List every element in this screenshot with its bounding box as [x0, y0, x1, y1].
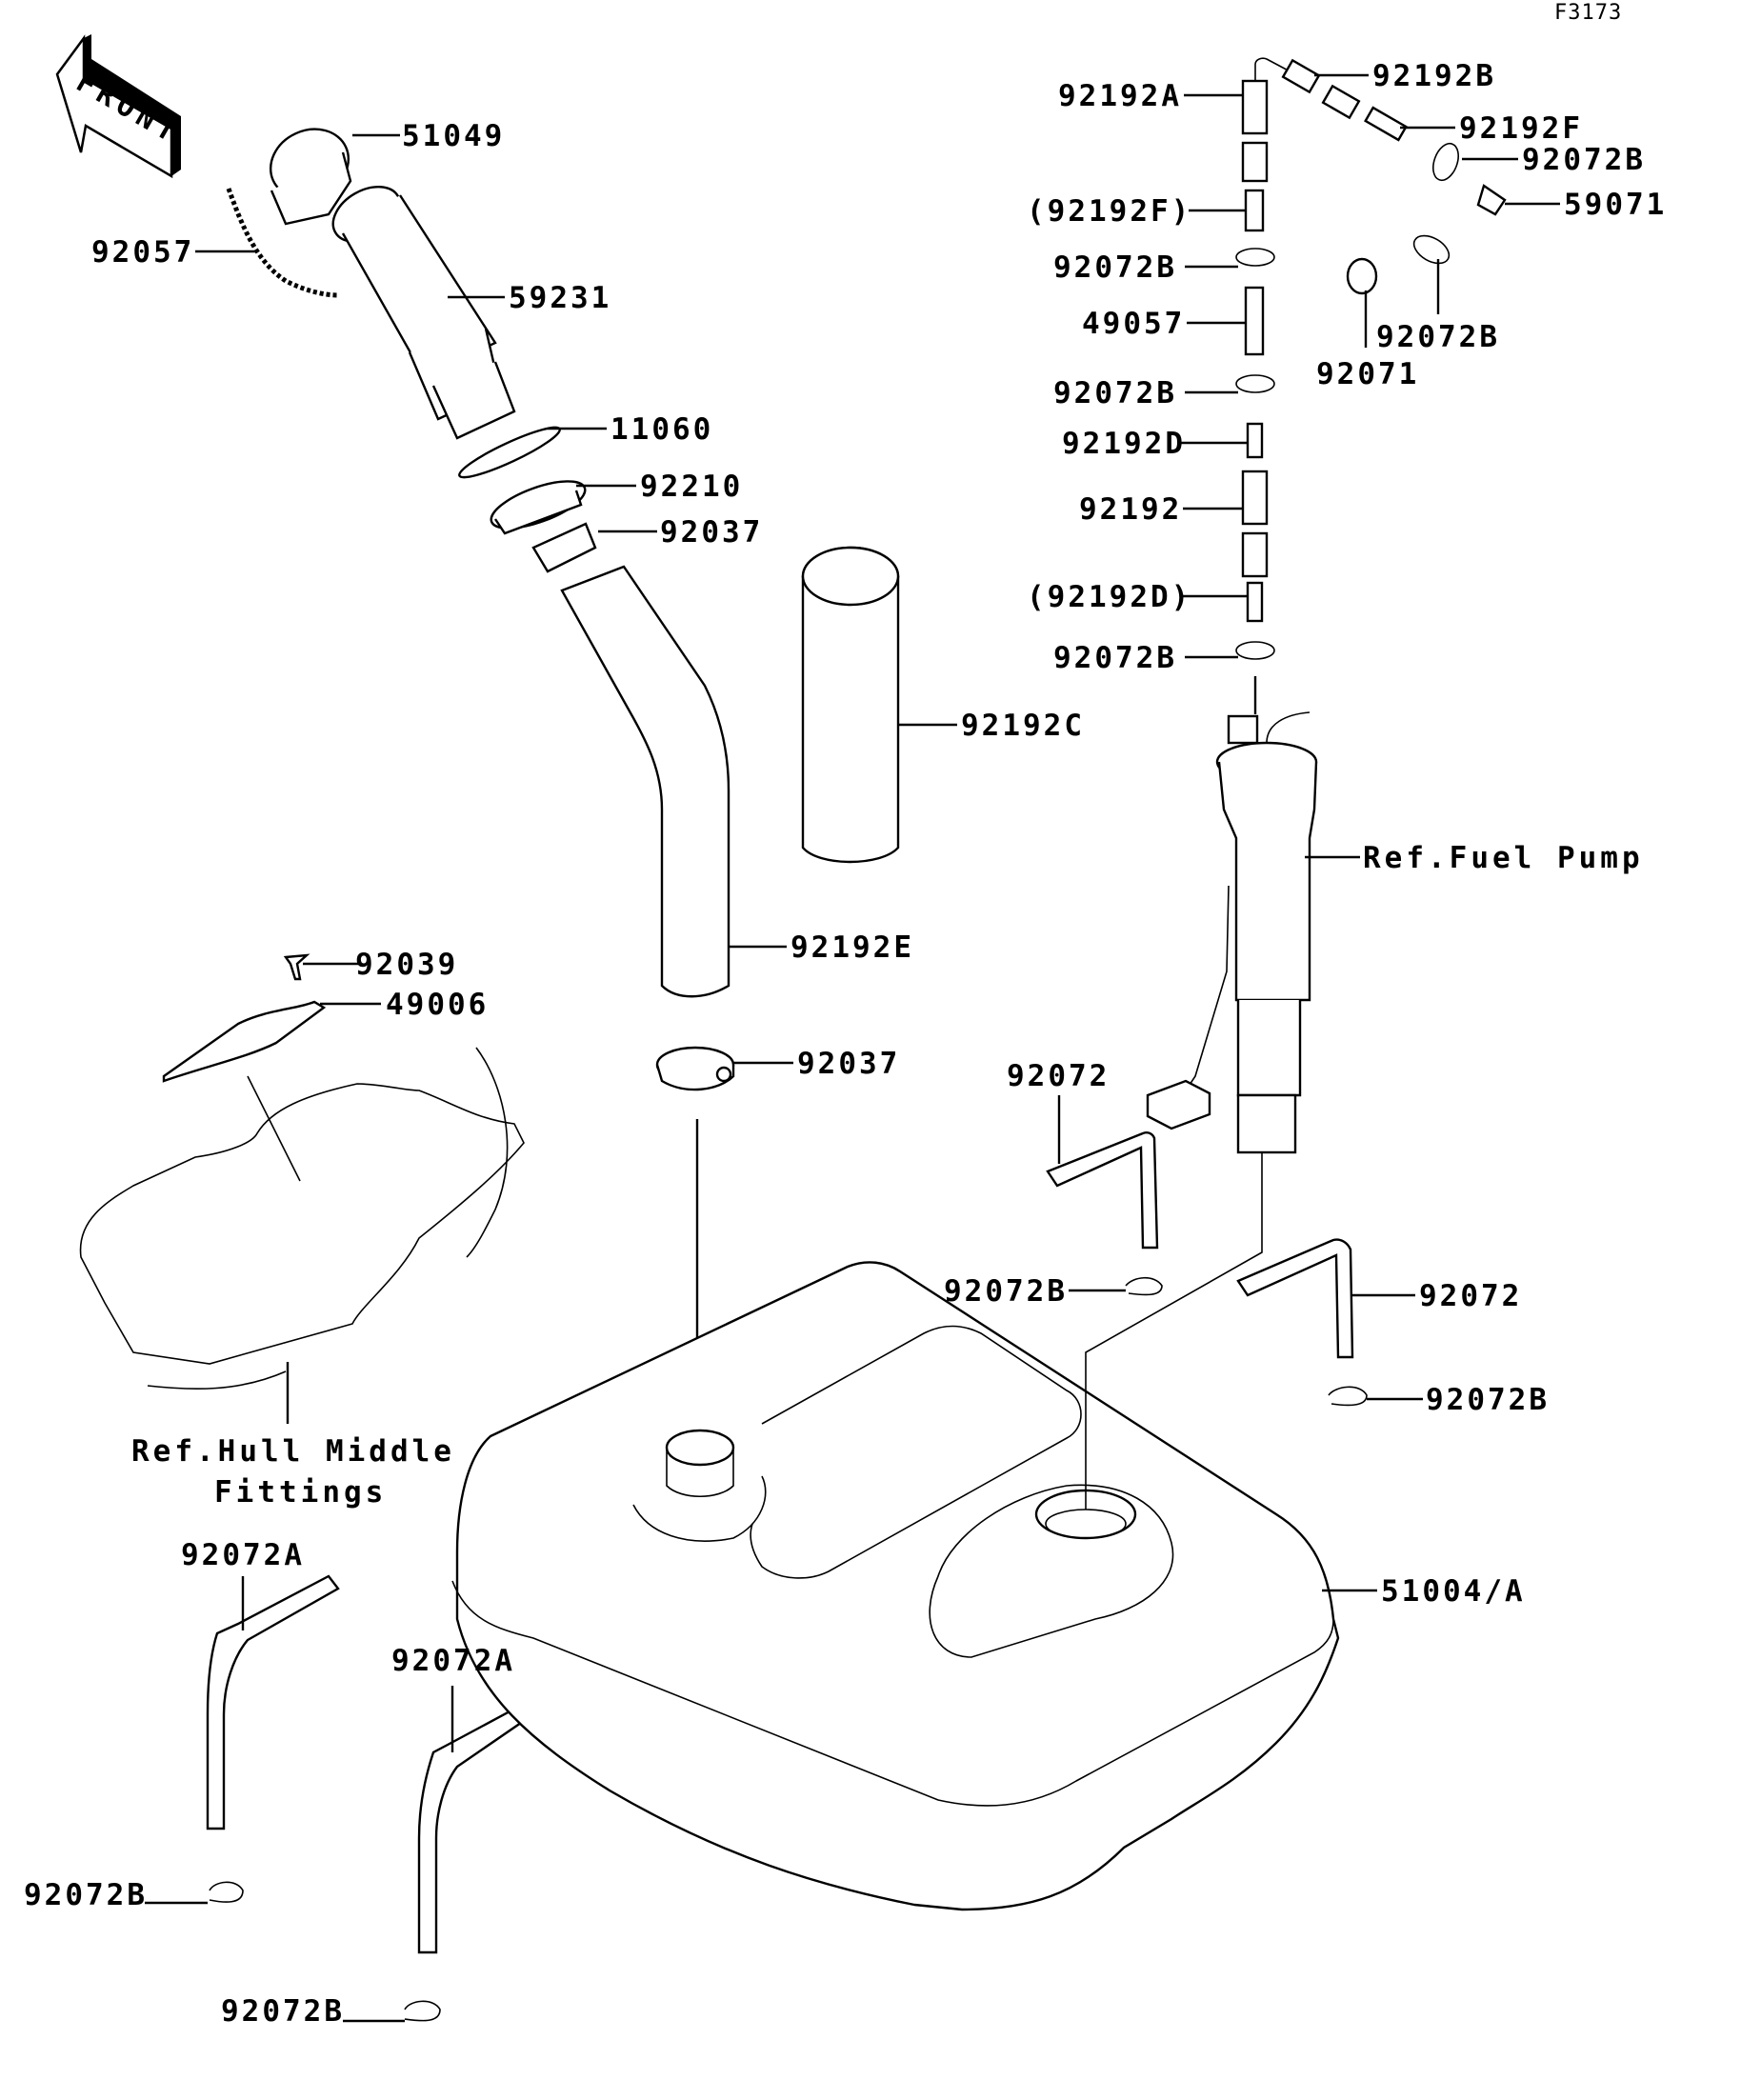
callout-49006: 49006 — [386, 988, 489, 1022]
callout-92039: 92039 — [355, 948, 458, 982]
callout-92072a-right: 92072A — [391, 1644, 515, 1678]
callout-92192a: 92192A — [1058, 79, 1182, 113]
callout-92072b-band-right: 92072B — [1426, 1383, 1550, 1417]
chain-drawing — [195, 188, 339, 298]
callout-92192f: 92192F — [1459, 111, 1583, 146]
callout-51049: 51049 — [402, 119, 505, 153]
callout-92072b-cap: 92072B — [1376, 320, 1500, 354]
band-a-left-drawing — [206, 1574, 340, 1830]
filler-neck-drawing — [331, 185, 516, 440]
callout-92072a-left: 92072A — [181, 1538, 305, 1572]
callout-92072-right: 92072 — [1419, 1279, 1522, 1313]
clip-band-right-drawing — [1328, 1386, 1423, 1407]
clamp-upper-drawing — [531, 522, 657, 573]
callout-49057: 49057 — [1082, 307, 1185, 341]
figure-id: F3173 — [1554, 1, 1622, 25]
callout-59231: 59231 — [509, 281, 611, 315]
fuel-pump-drawing — [1146, 676, 1360, 1154]
callout-92192e: 92192E — [790, 930, 914, 965]
callout-92071: 92071 — [1316, 357, 1419, 391]
callout-92037-lower: 92037 — [797, 1047, 900, 1081]
callout-92192c: 92192C — [961, 709, 1085, 743]
callout-92072b-1: 92072B — [1053, 250, 1177, 285]
callout-59071: 59071 — [1564, 188, 1667, 222]
band-right-drawing — [1236, 1238, 1415, 1359]
vent-hose-drawing — [801, 546, 957, 864]
filler-hose-drawing — [560, 565, 787, 998]
callout-92192: 92192 — [1079, 492, 1182, 527]
clip-band-left-drawing — [1069, 1276, 1163, 1296]
ref-hull-line2: Fittings — [214, 1475, 387, 1510]
callout-92072b-2: 92072B — [1053, 376, 1177, 410]
callout-92072b-f: 92072B — [1522, 143, 1646, 177]
callout-92192d: 92192D — [1062, 427, 1186, 461]
hull-fitting-drawing — [79, 953, 525, 1424]
callout-92192f-paren: (92192F) — [1027, 194, 1191, 229]
callout-92072b-3: 92072B — [1053, 641, 1177, 675]
callout-92072b-a-left: 92072B — [24, 1878, 148, 1912]
clamp-lower-drawing — [655, 1046, 793, 1467]
callout-92072-left: 92072 — [1007, 1059, 1110, 1093]
front-arrow-icon: FRONT — [55, 34, 187, 179]
callout-92072b-band-left: 92072B — [944, 1274, 1068, 1309]
callout-92057: 92057 — [91, 235, 194, 270]
callout-92210: 92210 — [640, 470, 743, 504]
callout-92192d-paren: (92192D) — [1027, 580, 1191, 614]
clip-a-right-drawing — [343, 2000, 441, 2023]
nut-drawing — [490, 480, 636, 535]
fuel-tank-drawing — [451, 1114, 1377, 1911]
callout-92192b: 92192B — [1372, 59, 1496, 93]
vent-valve-column-drawing — [1181, 57, 1560, 660]
ref-fuel-pump: Ref.Fuel Pump — [1363, 841, 1644, 875]
filler-cap-drawing — [269, 128, 400, 226]
clip-a-left-drawing — [145, 1881, 244, 1905]
ref-hull-line1: Ref.Hull Middle — [131, 1434, 455, 1469]
callout-51004a: 51004/A — [1381, 1574, 1526, 1609]
callout-92072b-a-right: 92072B — [221, 1994, 345, 2029]
callout-11060: 11060 — [610, 412, 713, 447]
band-a-right-drawing — [417, 1686, 535, 1954]
gasket-drawing — [458, 426, 607, 479]
band-left-drawing — [1046, 1095, 1159, 1250]
callout-92037-upper: 92037 — [660, 515, 763, 550]
